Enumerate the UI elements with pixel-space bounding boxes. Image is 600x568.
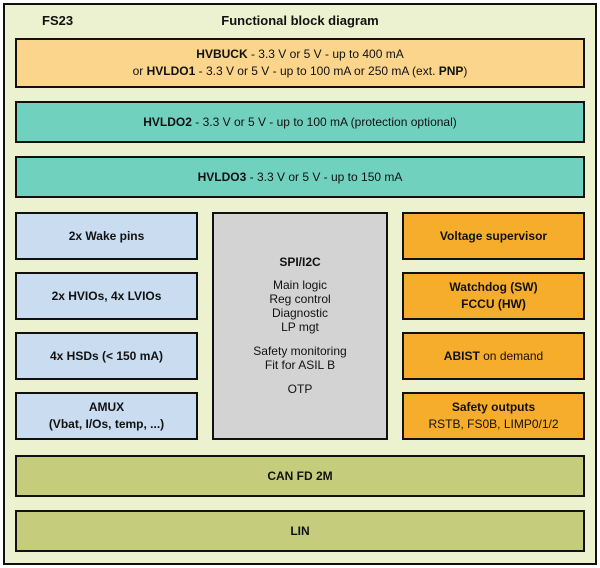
abist-block: ABIST on demand	[402, 332, 585, 380]
amux-block: AMUX (Vbat, I/Os, temp, ...)	[15, 392, 198, 440]
diagnostic-label: Diagnostic	[271, 305, 329, 320]
abist-label: ABIST	[443, 348, 480, 363]
safety-monitoring-label: Safety monitoring	[253, 344, 347, 359]
reg-control-label: Reg control	[269, 291, 331, 306]
can-fd-block: CAN FD 2M	[15, 455, 585, 497]
hvldo1-name: HVLDO1	[146, 64, 196, 78]
lin-block: LIN	[15, 510, 585, 552]
asil-b-label: Fit for ASIL B	[264, 358, 336, 373]
voltage-supervisor-label: Voltage supervisor	[439, 228, 548, 243]
hvbuck-line2: or HVLDO1 - 3.3 V or 5 V - up to 100 mA …	[133, 63, 468, 80]
abist-line: ABIST on demand	[444, 348, 543, 365]
fccu-label: FCCU (HW)	[461, 297, 526, 311]
safety-outputs-label: Safety outputs	[451, 400, 536, 415]
hvldo1-spec: - 3.3 V or 5 V - up to 100 mA or 250 mA …	[195, 64, 439, 78]
hvldo2-spec: - 3.3 V or 5 V - up to 100 mA (protectio…	[191, 114, 457, 129]
hvldo3-block: HVLDO3 - 3.3 V or 5 V - up to 150 mA	[15, 156, 585, 198]
otp-label: OTP	[287, 382, 313, 397]
diagram-title: Functional block diagram	[221, 13, 379, 28]
hvldo3-line: HVLDO3 - 3.3 V or 5 V - up to 150 mA	[198, 169, 403, 186]
amux-label: AMUX	[88, 400, 125, 415]
hvbuck-line1: HVBUCK - 3.3 V or 5 V - up to 400 mA	[196, 46, 403, 63]
hvldo3-name: HVLDO3	[197, 169, 247, 184]
hsds-label: 4x HSDs (< 150 mA)	[49, 348, 164, 363]
core-logic-block: SPI/I2C Main logic Reg control Diagnosti…	[212, 212, 388, 440]
lin-label: LIN	[290, 523, 310, 538]
chip-name: FS23	[42, 13, 74, 28]
main-logic-label: Main logic	[272, 277, 328, 292]
hvldo2-line: HVLDO2 - 3.3 V or 5 V - up to 100 mA (pr…	[143, 114, 457, 131]
watchdog-label: Watchdog (SW)	[449, 280, 538, 295]
hvios-lvios-label: 2x HVIOs, 4x LVIOs	[51, 288, 162, 303]
wake-pins-label: 2x Wake pins	[68, 228, 145, 243]
safety-outputs-pins-label: RSTB, FS0B, LIMP0/1/2	[428, 417, 559, 431]
hvldo2-block: HVLDO2 - 3.3 V or 5 V - up to 100 mA (pr…	[15, 101, 585, 143]
hsds-block: 4x HSDs (< 150 mA)	[15, 332, 198, 380]
hvldo3-spec: - 3.3 V or 5 V - up to 150 mA	[246, 169, 403, 184]
wake-pins-block: 2x Wake pins	[15, 212, 198, 260]
hvldo1-prefix: or	[132, 64, 147, 78]
safety-outputs-block: Safety outputs RSTB, FS0B, LIMP0/1/2	[402, 392, 585, 440]
abist-on-demand-label: on demand	[479, 348, 544, 363]
can-fd-label: CAN FD 2M	[267, 468, 333, 483]
hvbuck-spec: - 3.3 V or 5 V - up to 400 mA	[247, 47, 404, 62]
hvbuck-name: HVBUCK	[196, 47, 248, 62]
spi-i2c-label: SPI/I2C	[279, 255, 321, 270]
lp-mgt-label: LP mgt	[281, 320, 319, 334]
hvldo2-name: HVLDO2	[143, 114, 192, 129]
hvldo1-pnp: PNP	[438, 64, 464, 78]
amux-sublabel: (Vbat, I/Os, temp, ...)	[48, 417, 165, 431]
hvios-lvios-block: 2x HVIOs, 4x LVIOs	[15, 272, 198, 320]
hvbuck-hvldo1-block: HVBUCK - 3.3 V or 5 V - up to 400 mA or …	[15, 38, 585, 88]
watchdog-fccu-block: Watchdog (SW) FCCU (HW)	[402, 272, 585, 320]
voltage-supervisor-block: Voltage supervisor	[402, 212, 585, 260]
hvldo1-close: )	[463, 64, 468, 78]
